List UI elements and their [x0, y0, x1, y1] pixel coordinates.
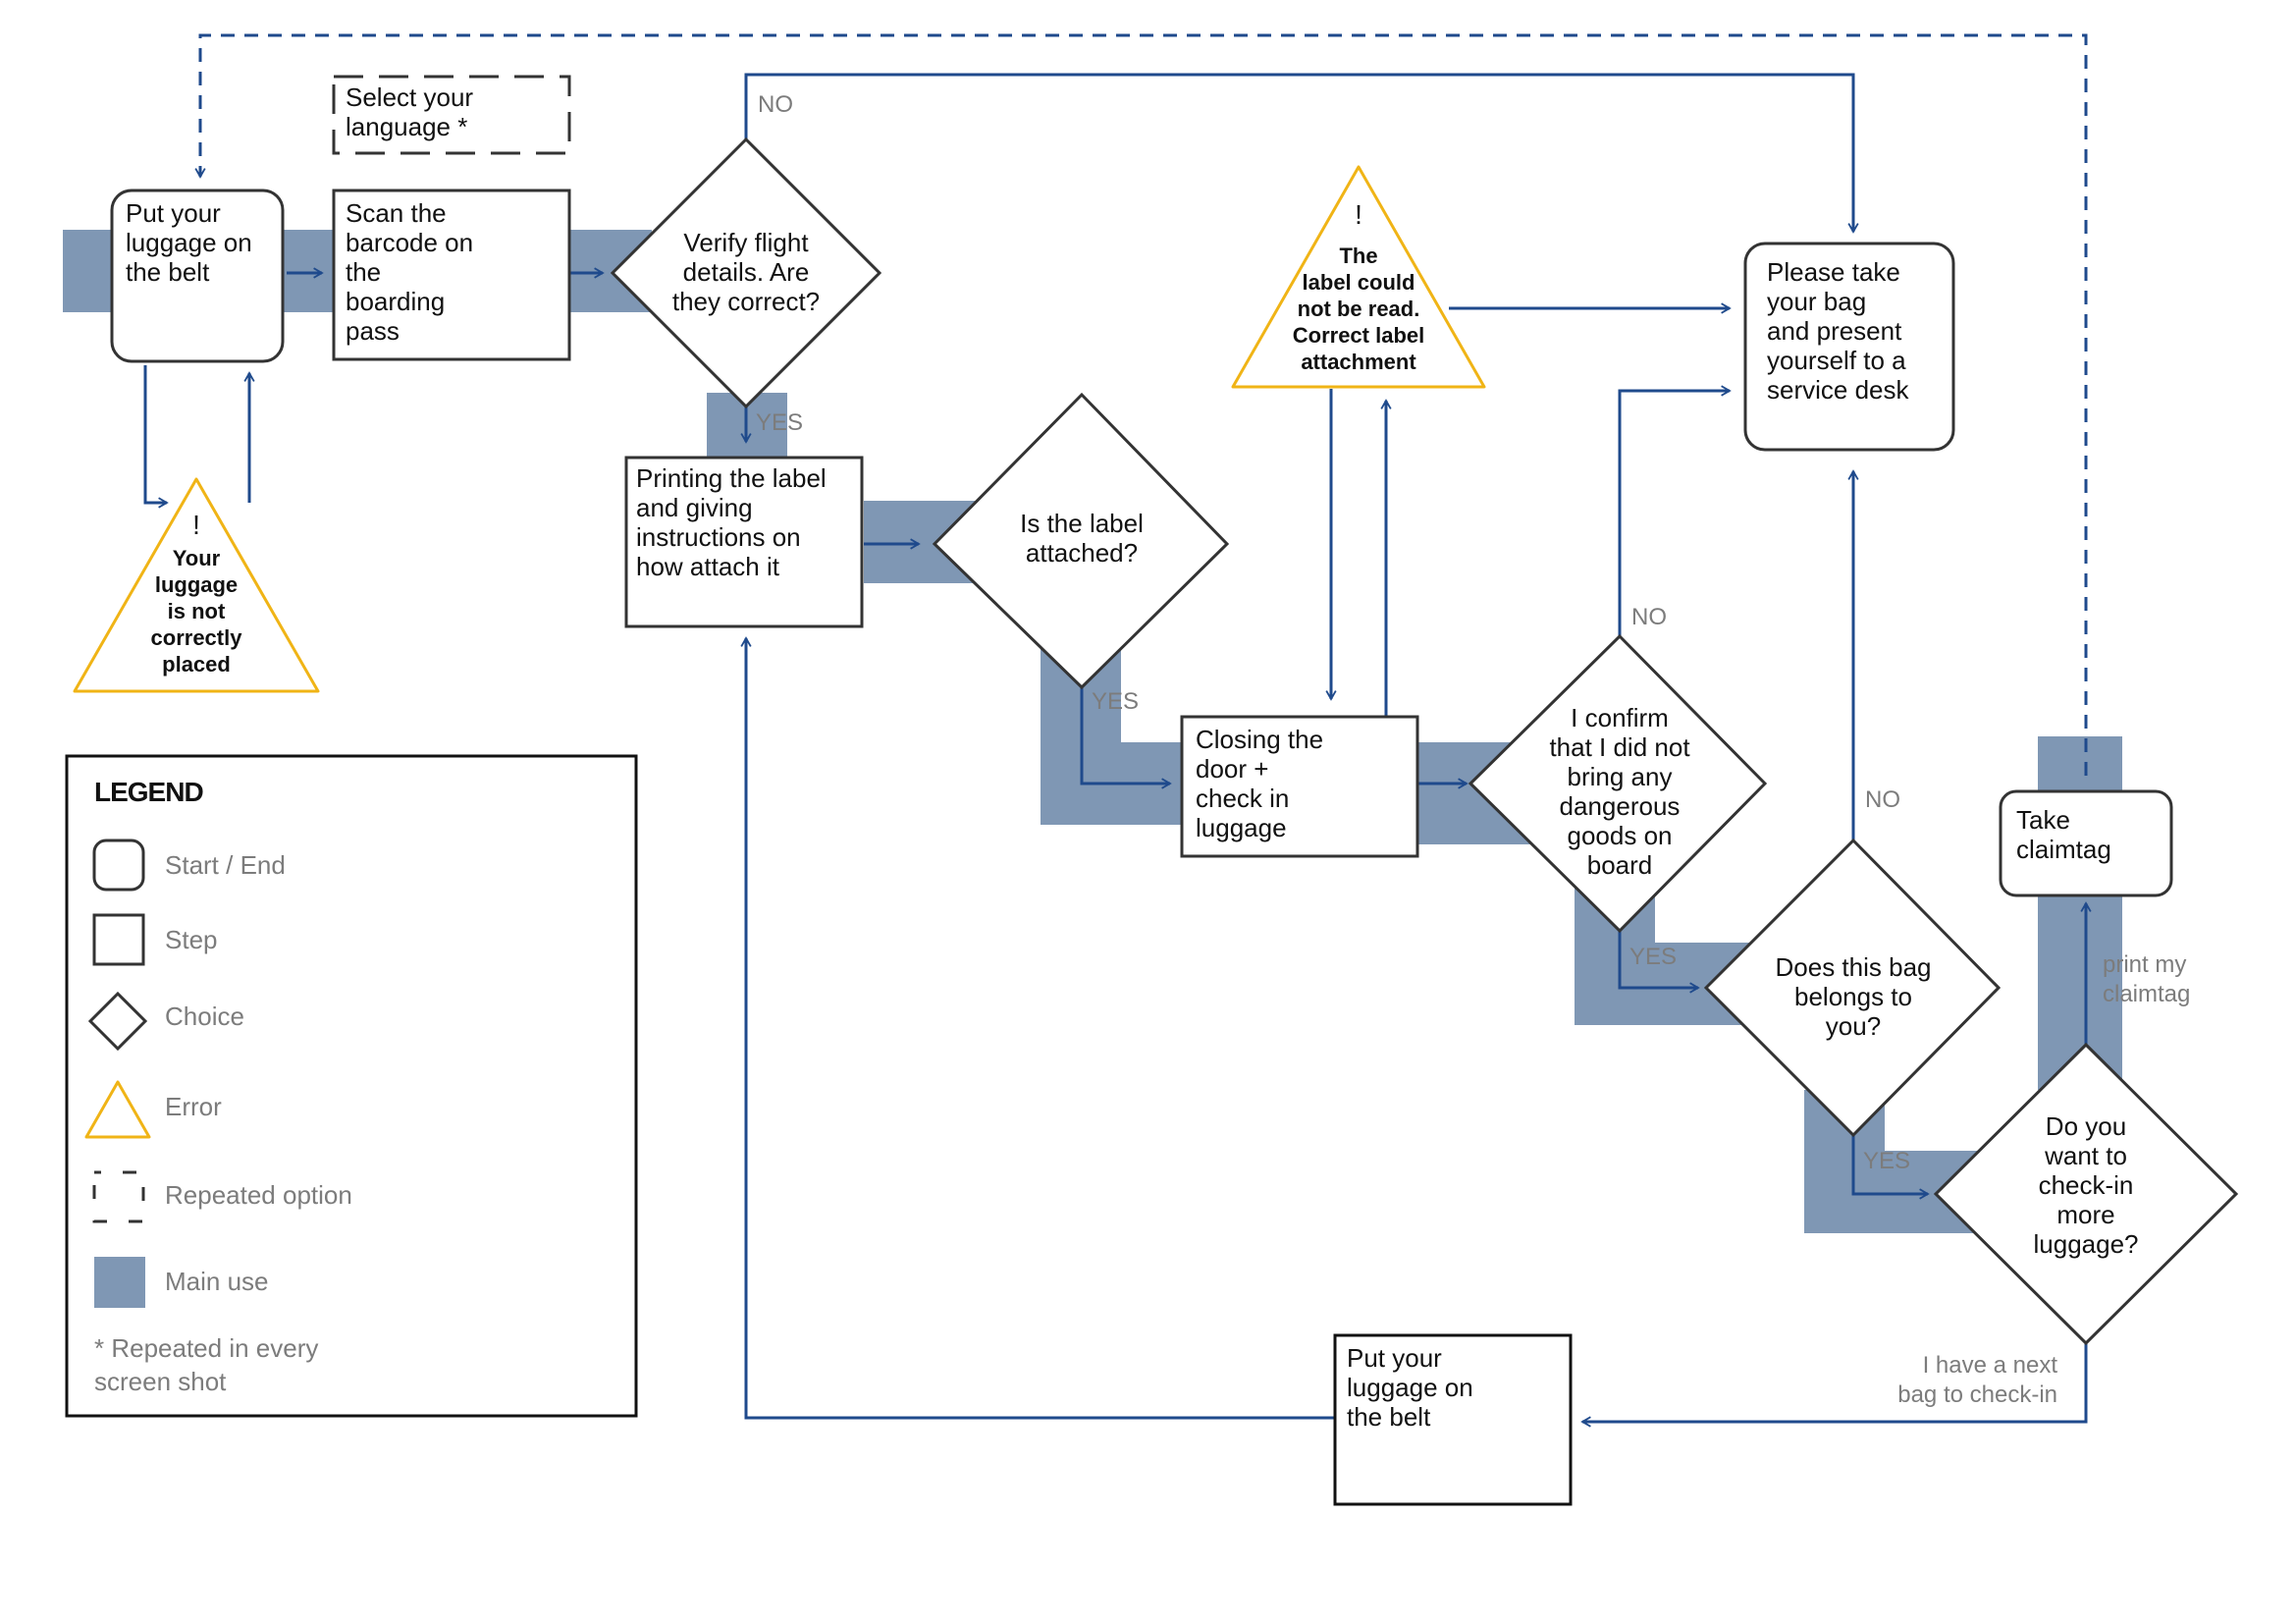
legend-step-icon — [92, 913, 145, 966]
edge-confirm-no — [1618, 385, 1732, 636]
edge-confirm-yes — [1618, 931, 1700, 994]
start-put-luggage-box — [110, 189, 285, 363]
label-attached-yes: YES — [1092, 688, 1139, 715]
bag-belongs-diamond — [1703, 838, 2002, 1138]
take-claimtag-box — [1999, 789, 2173, 897]
legend-title: LEGEND — [94, 777, 203, 807]
edge-more-nextbag — [1580, 1343, 2088, 1428]
legend-main-use-label: Main use — [165, 1267, 269, 1296]
next-put-luggage-box — [1333, 1333, 1573, 1506]
flow-lines — [143, 33, 2092, 1428]
label-confirm-yes: YES — [1629, 944, 1677, 970]
legend-step-label: Step — [165, 925, 218, 954]
error-label-mark: ! — [1355, 199, 1362, 230]
legend-start-end-label: Start / End — [165, 850, 286, 880]
legend-error-icon — [84, 1080, 151, 1139]
legend-main-use-icon — [94, 1257, 145, 1308]
legend-start-end-icon — [92, 839, 145, 892]
scan-barcode-box — [332, 189, 571, 361]
legend-repeated-label: Repeated option — [165, 1180, 352, 1210]
legend-repeated-icon — [92, 1170, 145, 1223]
legend-choice-label: Choice — [165, 1001, 244, 1031]
label-belongs-yes: YES — [1863, 1148, 1910, 1174]
label-belongs-no: NO — [1865, 786, 1900, 813]
more-luggage-diamond — [1933, 1042, 2239, 1346]
legend: LEGEND Start / End Step Choice Error Rep… — [65, 754, 638, 1418]
service-desk-box — [1743, 242, 1955, 452]
select-language-box — [332, 75, 571, 155]
legend-choice-icon — [87, 991, 148, 1052]
edge-nextbag-print — [740, 636, 1335, 1420]
label-verify-yes: YES — [756, 409, 803, 436]
legend-error-label: Error — [165, 1092, 222, 1121]
repeat-loop-line — [194, 33, 2088, 776]
error-luggage-triangle — [73, 477, 320, 693]
error-label-triangle — [1231, 165, 1486, 389]
edge-attached-yes — [1080, 687, 1172, 789]
label-confirm-no: NO — [1631, 604, 1667, 630]
closing-door-box — [1180, 715, 1419, 858]
printing-label-box — [624, 456, 864, 628]
label-attached-diamond — [932, 392, 1230, 690]
confirm-goods-diamond — [1468, 633, 1768, 934]
edge-belongs-yes — [1851, 1135, 1930, 1200]
label-verify-no: NO — [758, 91, 793, 118]
legend-box — [65, 754, 638, 1418]
error-luggage-mark: ! — [192, 510, 200, 540]
edge-start-error — [143, 365, 169, 509]
edge-verify-no — [744, 73, 1859, 234]
verify-flight-diamond — [610, 136, 882, 409]
